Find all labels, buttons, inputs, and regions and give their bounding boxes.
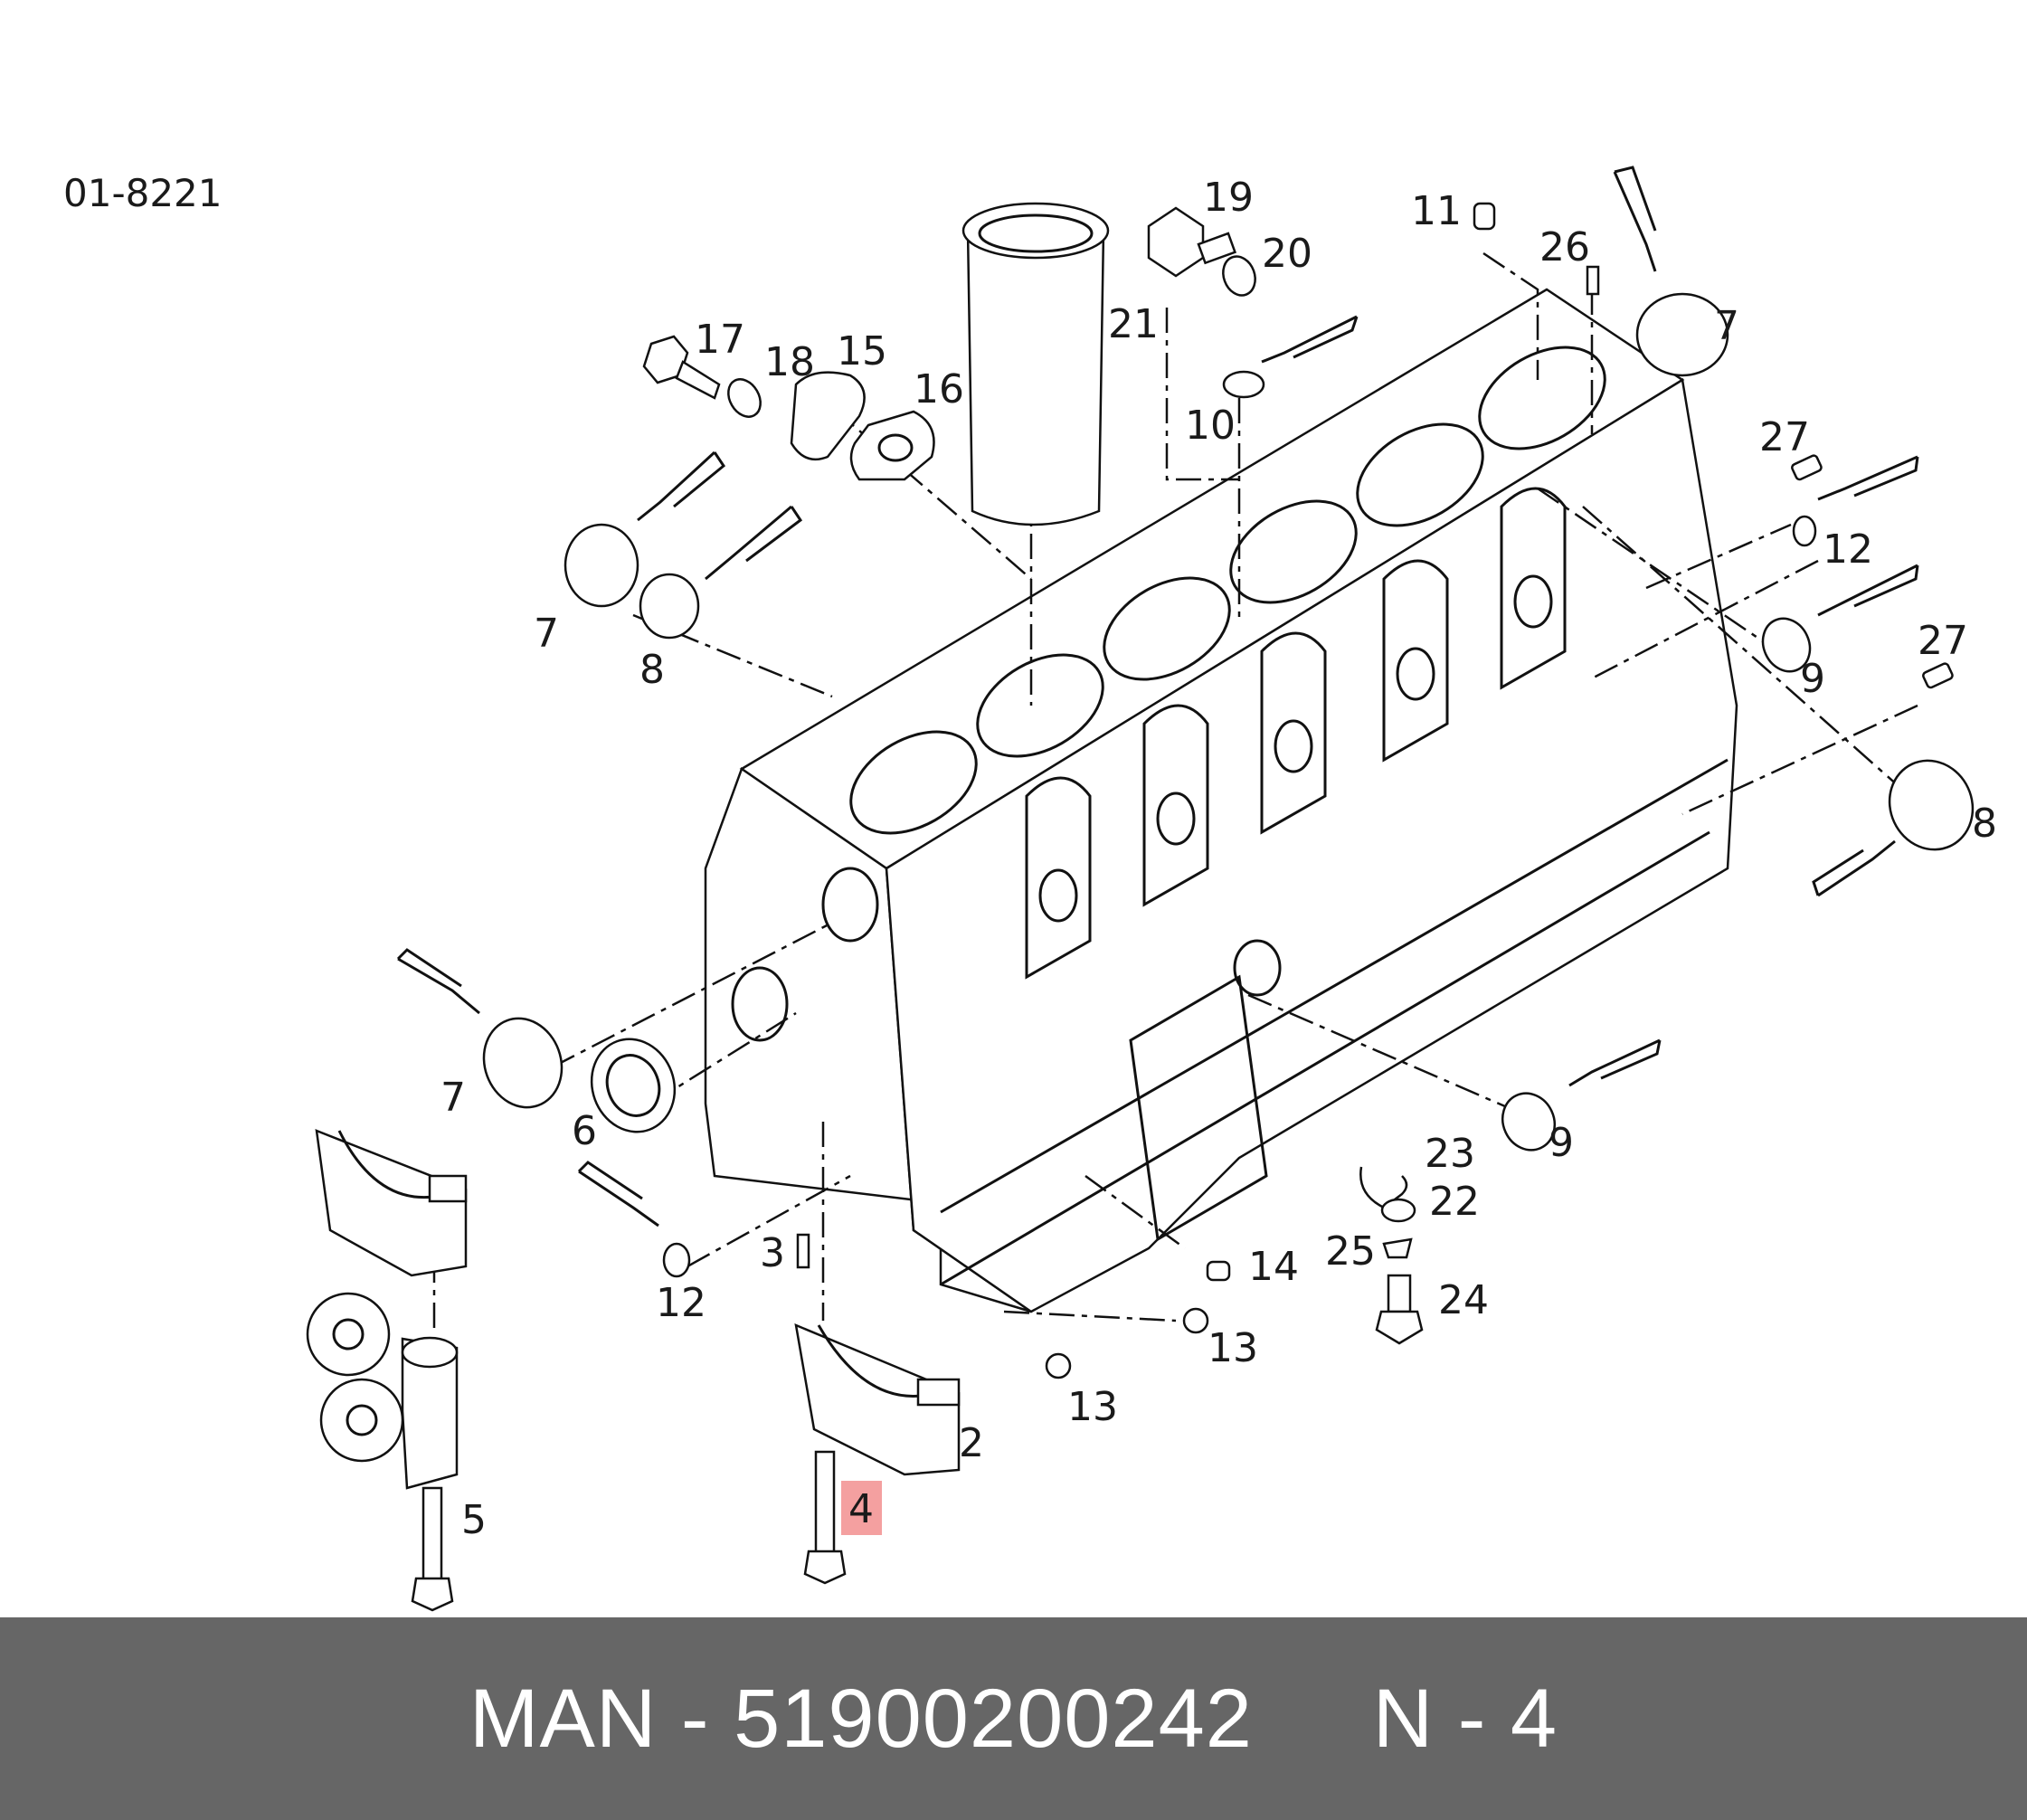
ball-lower [1045,1352,1072,1379]
callout-11: 11 [1411,188,1462,234]
shaft-seal-upper [1761,617,1812,673]
callout-27-upper: 27 [1759,414,1810,460]
callout-17: 17 [695,317,745,363]
screw-plug [1147,206,1256,297]
pump-bolt [411,1486,454,1612]
callout-9-lower: 9 [1549,1120,1574,1166]
sealing-ring [1222,370,1265,399]
main-bearing-cap [794,1322,961,1476]
bearing-cap-bolt [803,1450,847,1585]
callout-24: 24 [1438,1277,1489,1323]
callout-21: 21 [1108,301,1159,347]
callout-25: 25 [1325,1228,1376,1275]
dowel-pin [1586,265,1600,296]
cover-plate [849,410,935,481]
callout-7-left: 7 [534,611,559,657]
callout-10: 10 [1185,403,1236,449]
highlight-box [841,1481,882,1535]
callout-12-right: 12 [1823,526,1873,573]
o-ring-right [1792,515,1817,547]
oil-pump [306,1292,459,1490]
callout-9-upper: 9 [1800,656,1825,702]
cylinder-liner [961,202,1110,526]
callout-16: 16 [914,366,964,412]
cover-bolt [642,335,721,400]
lock-washer [1382,1237,1413,1259]
callout-13-upper: 13 [1208,1325,1258,1371]
closing-plug [1206,1260,1231,1282]
callout-27-lower: 27 [1918,618,1968,664]
callout-3: 3 [760,1230,785,1276]
engine-block [704,288,1738,1313]
callout-26: 26 [1539,224,1590,270]
shaft-seal-lower [1501,1092,1557,1152]
callout-7-lower: 7 [440,1075,466,1121]
callout-2: 2 [959,1420,984,1466]
callout-18: 18 [764,339,815,385]
callout-20: 20 [1262,231,1312,277]
callout-22: 22 [1429,1179,1480,1225]
cap-plug [1473,202,1496,231]
diagram-reference: 01-8221 [63,171,223,215]
dowel-pin-upper [1791,454,1823,481]
callout-4: 4 [848,1486,874,1532]
callout-5: 5 [461,1497,487,1543]
washer [727,378,762,418]
callout-23: 23 [1425,1131,1475,1177]
part-number-text: MAN - 51900200242 N - 4 [469,1672,1558,1765]
callout-19: 19 [1203,175,1254,221]
valve-bolt [1375,1274,1424,1345]
core-plug-left-lower [482,1017,564,1109]
callout-8-right: 8 [1972,801,1997,847]
callout-12-left: 12 [656,1280,706,1326]
core-plug-right [1635,292,1729,377]
callout-labels: 19 20 21 11 26 7 17 18 15 16 10 27 12 7 … [440,175,1997,1543]
ball [1182,1307,1209,1334]
sealant-icons [396,166,1919,1228]
core-plug-small-left [639,573,700,640]
nozzle-holder [1380,1198,1416,1223]
thrust-bearing-cap [315,1129,468,1277]
callout-14: 14 [1248,1244,1299,1290]
callout-7-right: 7 [1714,303,1739,349]
callout-8-left: 8 [639,647,665,693]
core-plug-left [564,523,639,608]
dowel-pin-lower [1922,662,1954,689]
engine-block-exploded-diagram: 01-8221 [63,166,1997,1612]
part-number-banner: MAN - 51900200242 N - 4 [0,1617,2027,1820]
cover-gasket [790,371,866,461]
o-ring-left [662,1242,691,1278]
callout-15: 15 [837,328,887,374]
callout-6: 6 [572,1108,597,1154]
dowel-pin-bearing [796,1233,810,1269]
callout-13-lower: 13 [1067,1384,1118,1430]
core-plug-right-lower [1888,759,1975,851]
